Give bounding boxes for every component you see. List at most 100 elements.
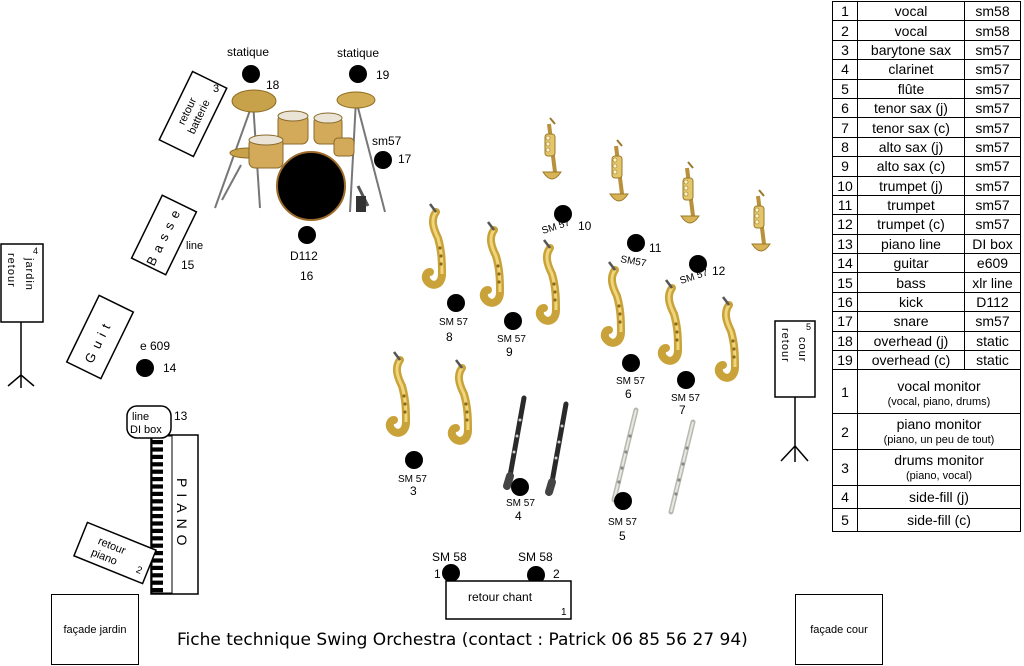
channel-name: guitar	[857, 253, 965, 274]
channel-name: overhead (c)	[857, 350, 965, 371]
monitor-name: side-fill (j)	[909, 488, 969, 505]
monitor-retour-chant: retour chant 1	[445, 580, 572, 620]
piano-black-key	[152, 440, 163, 445]
overhead-jardin-label: statique	[227, 45, 269, 59]
channel-name: bass	[857, 272, 965, 293]
vocal-mic-2-number: 2	[553, 567, 560, 581]
page-title: Fiche technique Swing Orchestra (contact…	[177, 630, 748, 650]
monitor-cell: side-fill (j)	[857, 485, 1021, 510]
channel-mic: sm58	[964, 20, 1021, 41]
monitor-number: 2	[832, 413, 858, 451]
piano-black-key	[152, 454, 163, 459]
piano: PIANO	[150, 434, 199, 595]
overhead-cour-label: statique	[337, 46, 379, 60]
retour-chant-label: retour chant	[468, 590, 533, 604]
sidefill-jardin-word: retour	[5, 253, 17, 288]
channel-number: 6	[832, 97, 858, 119]
flute-2	[671, 422, 693, 512]
channel-mic: sm58	[964, 0, 1021, 22]
piano-keys	[152, 440, 163, 593]
piano-black-key	[152, 580, 163, 585]
monitor-number: 4	[832, 485, 858, 510]
mic-guitar	[136, 359, 154, 377]
channel-number: 12	[832, 214, 858, 235]
channel-mic: e609	[964, 253, 1021, 274]
mic-9-label: SM 57	[497, 334, 526, 345]
channel-number: 19	[832, 350, 858, 371]
mic-6	[622, 354, 640, 372]
channel-number: 18	[832, 330, 858, 352]
mic-11	[627, 234, 645, 252]
channel-number: 10	[832, 175, 858, 196]
clarinets	[507, 398, 566, 492]
channel-mic: sm57	[964, 78, 1021, 99]
tenor-sax-2	[662, 280, 679, 361]
monitor-description: (piano, un peu de tout)	[883, 434, 995, 447]
kick-number: 16	[300, 269, 314, 283]
retour-piano-number: 2	[134, 565, 144, 577]
mic-3	[405, 451, 423, 469]
tenor-sax-1	[605, 262, 622, 343]
mic-4-number: 4	[515, 509, 522, 523]
mic-overhead-cour	[349, 65, 367, 83]
channel-name: alto sax (j)	[857, 136, 965, 158]
mic-5-number: 5	[619, 529, 626, 543]
guitar-mic-label: e 609	[140, 339, 170, 353]
piano-black-key	[152, 528, 163, 533]
channel-number: 8	[832, 136, 858, 158]
channel-mic: sm57	[964, 117, 1021, 138]
channel-number: 15	[832, 272, 858, 293]
flute-1	[614, 410, 636, 500]
channel-name: vocal	[857, 20, 965, 41]
channel-mic: D112	[964, 291, 1021, 313]
channel-number: 4	[832, 59, 858, 80]
mic-7-number: 7	[679, 403, 686, 417]
monitor-number: 3	[832, 449, 858, 487]
channel-name: tenor sax (c)	[857, 117, 965, 138]
piano-black-key	[152, 469, 163, 474]
baritone-saxes	[390, 352, 469, 441]
piano-black-key	[152, 491, 163, 496]
trumpet-4	[750, 188, 772, 253]
channel-name: kick	[857, 291, 965, 313]
mic-10-number: 10	[578, 219, 592, 233]
drum-kit	[214, 89, 386, 221]
retour-batterie-number: 3	[213, 83, 219, 95]
monitor-number: 1	[832, 369, 858, 415]
mic-4	[511, 478, 529, 496]
piano-black-key	[152, 506, 163, 511]
mic-7-label: SM 57	[671, 393, 700, 404]
channel-name: tenor sax (j)	[857, 97, 965, 119]
piano-black-key	[152, 543, 163, 548]
guitar-number: 14	[163, 361, 177, 375]
mic-8-number: 8	[446, 330, 453, 344]
mic-12-number: 12	[712, 264, 726, 278]
channel-name: piano line	[857, 233, 965, 255]
channel-mic: sm57	[964, 136, 1021, 158]
trumpet-2	[608, 138, 630, 203]
mic-11-number: 11	[649, 241, 662, 255]
facade-cour-label: façade cour	[810, 623, 868, 636]
channel-name: trumpet	[857, 194, 965, 216]
monitor-row: 4 side-fill (j)	[832, 485, 1021, 510]
channel-name: overhead (j)	[857, 330, 965, 352]
channel-mic: sm57	[964, 39, 1021, 61]
channel-mic: DI box	[964, 233, 1021, 255]
mic-5-label: SM 57	[608, 517, 637, 528]
monitor-retour-piano: retour piano 2	[72, 521, 158, 585]
piano-black-key	[152, 551, 163, 556]
trumpet-3	[679, 160, 701, 225]
channel-mic: xlr line	[964, 272, 1021, 293]
monitor-cell: side-fill (c)	[857, 508, 1021, 533]
alto-sax-3	[540, 240, 557, 321]
snare-number: 17	[398, 152, 412, 166]
overhead-jardin-number: 18	[266, 78, 280, 92]
mic-4-label: SM 57	[506, 498, 535, 509]
